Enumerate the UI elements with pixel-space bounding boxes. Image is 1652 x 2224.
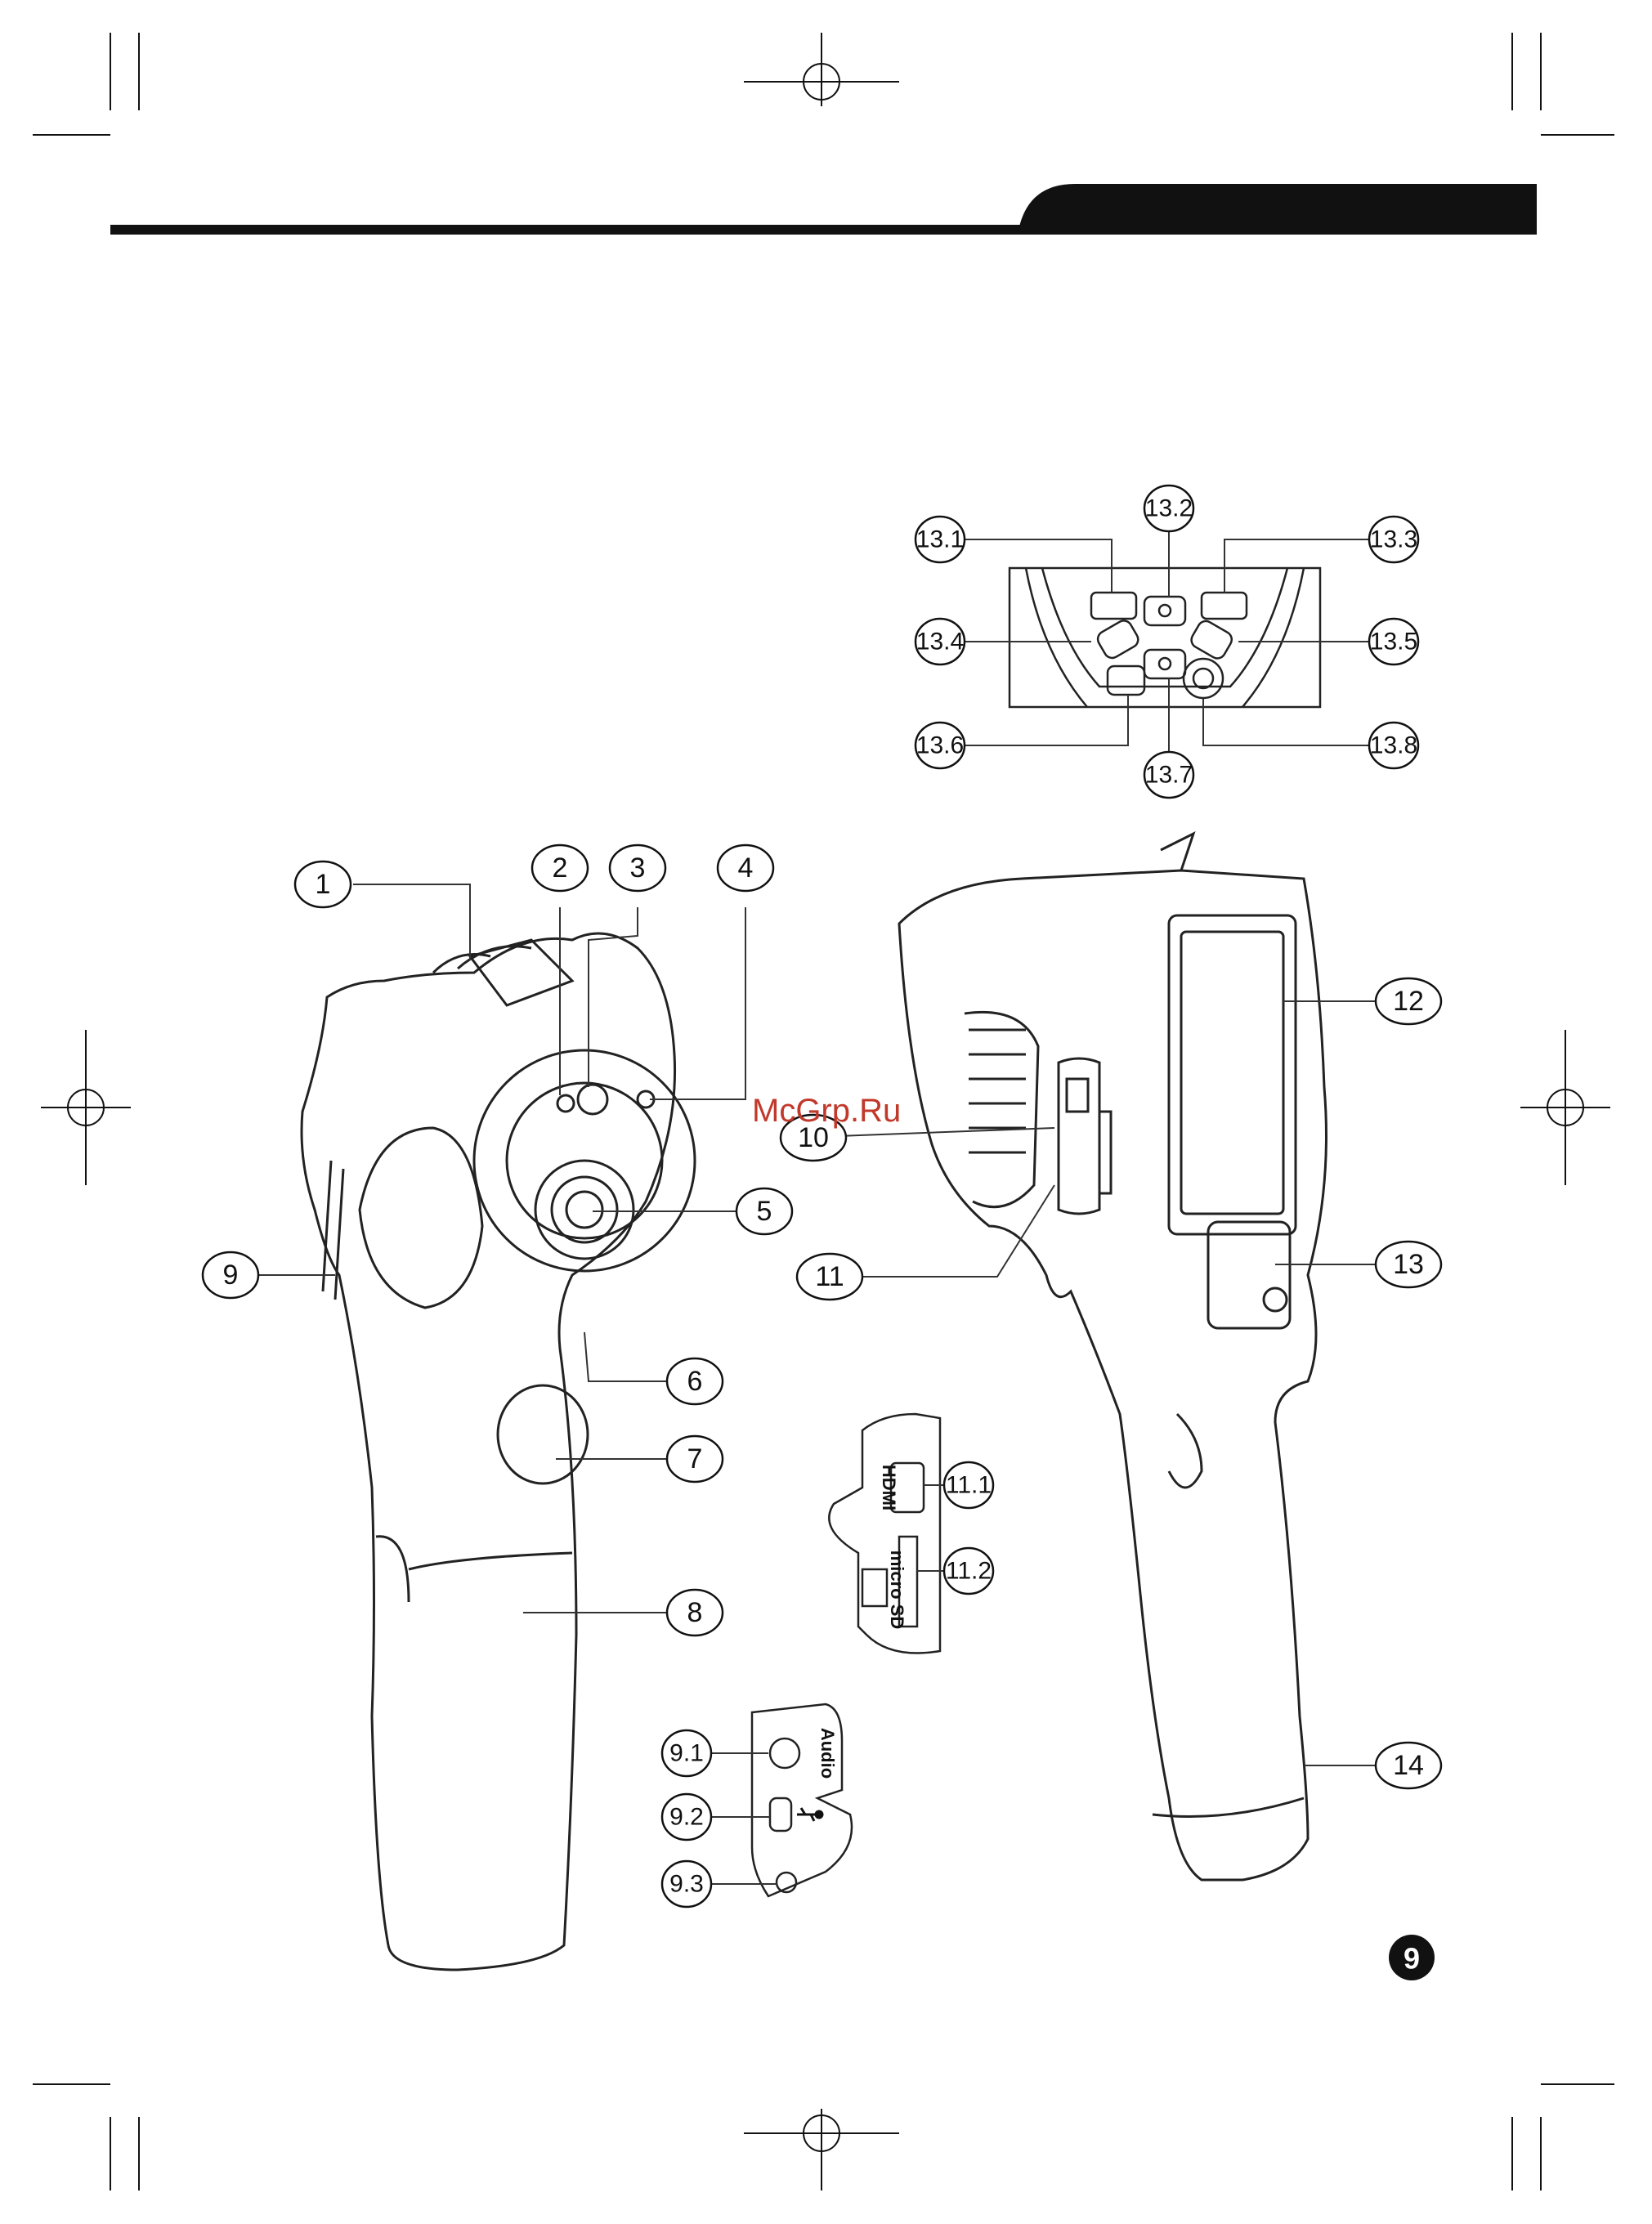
callout-13-5: 13.5 [1369, 619, 1418, 665]
callout-11-1: 11.1 [944, 1462, 993, 1508]
callout-8: 8 [667, 1590, 723, 1636]
svg-text:13.8: 13.8 [1370, 732, 1417, 759]
svg-text:13.7: 13.7 [1145, 762, 1193, 789]
callout-9: 9 [203, 1252, 258, 1298]
callout-9-2: 9.2 [662, 1794, 711, 1840]
svg-text:13.2: 13.2 [1145, 495, 1193, 522]
callout-13-8: 13.8 [1369, 723, 1418, 768]
callout-5: 5 [736, 1188, 792, 1234]
svg-text:9: 9 [223, 1260, 239, 1291]
watermark-text: McGrp.Ru [752, 1093, 901, 1129]
callout-13-7: 13.7 [1144, 752, 1193, 798]
callout-13: 13 [1376, 1242, 1441, 1287]
svg-text:13.4: 13.4 [916, 629, 964, 656]
callout-7: 7 [667, 1436, 723, 1482]
callout-9-3: 9.3 [662, 1861, 711, 1907]
svg-text:9.2: 9.2 [669, 1804, 704, 1831]
svg-text:9.1: 9.1 [669, 1740, 704, 1767]
callout-leaders [257, 884, 1376, 1884]
svg-text:8: 8 [687, 1597, 703, 1628]
page-number-badge: 9 [1389, 1935, 1435, 1980]
micro-sd-label: micro SD [887, 1551, 907, 1630]
svg-text:4: 4 [738, 852, 754, 884]
camera-front-view [302, 933, 695, 1970]
registration-mark-right [1520, 1030, 1610, 1185]
callout-2: 2 [532, 845, 588, 891]
svg-text:13.1: 13.1 [916, 526, 964, 553]
hdmi-label: HDMI [879, 1465, 899, 1510]
svg-text:2: 2 [553, 852, 568, 884]
registration-mark-bottom [744, 2109, 899, 2190]
callout-1: 1 [295, 861, 351, 907]
svg-text:13.3: 13.3 [1370, 526, 1417, 553]
svg-text:11.1: 11.1 [946, 1472, 992, 1499]
port-panel-11 [829, 1414, 940, 1653]
svg-text:9: 9 [1404, 1942, 1420, 1976]
callout-12: 12 [1376, 978, 1441, 1024]
callout-13-2: 13.2 [1144, 486, 1193, 531]
svg-text:12: 12 [1393, 986, 1424, 1017]
callout-3: 3 [610, 845, 665, 891]
svg-text:14: 14 [1393, 1750, 1424, 1781]
callout-11: 11 [797, 1254, 862, 1300]
svg-text:11: 11 [815, 1261, 844, 1292]
svg-text:11.2: 11.2 [946, 1558, 992, 1585]
button-panel-inset [1010, 568, 1320, 707]
callout-11-2: 11.2 [944, 1548, 993, 1594]
svg-text:5: 5 [757, 1196, 772, 1227]
svg-text:13: 13 [1393, 1249, 1424, 1280]
svg-text:3: 3 [630, 852, 646, 884]
header-bar [110, 184, 1537, 235]
svg-text:7: 7 [687, 1443, 703, 1474]
callout-9-1: 9.1 [662, 1730, 711, 1776]
usb-icon [797, 1808, 822, 1821]
callout-4: 4 [718, 845, 773, 891]
registration-mark-top [744, 33, 899, 106]
svg-text:13.6: 13.6 [916, 732, 964, 759]
svg-text:9.3: 9.3 [669, 1871, 704, 1898]
registration-mark-left [41, 1030, 131, 1185]
callout-6: 6 [667, 1358, 723, 1404]
callout-13-4: 13.4 [916, 619, 965, 665]
callout-14: 14 [1376, 1743, 1441, 1788]
svg-text:1: 1 [316, 869, 331, 900]
callout-13-1: 13.1 [916, 517, 965, 562]
callout-13-6: 13.6 [916, 723, 965, 768]
audio-label: Audio [817, 1728, 838, 1779]
svg-text:13.5: 13.5 [1370, 629, 1417, 656]
camera-side-view [899, 834, 1327, 1880]
callout-13-3: 13.3 [1369, 517, 1418, 562]
svg-text:6: 6 [687, 1366, 703, 1397]
